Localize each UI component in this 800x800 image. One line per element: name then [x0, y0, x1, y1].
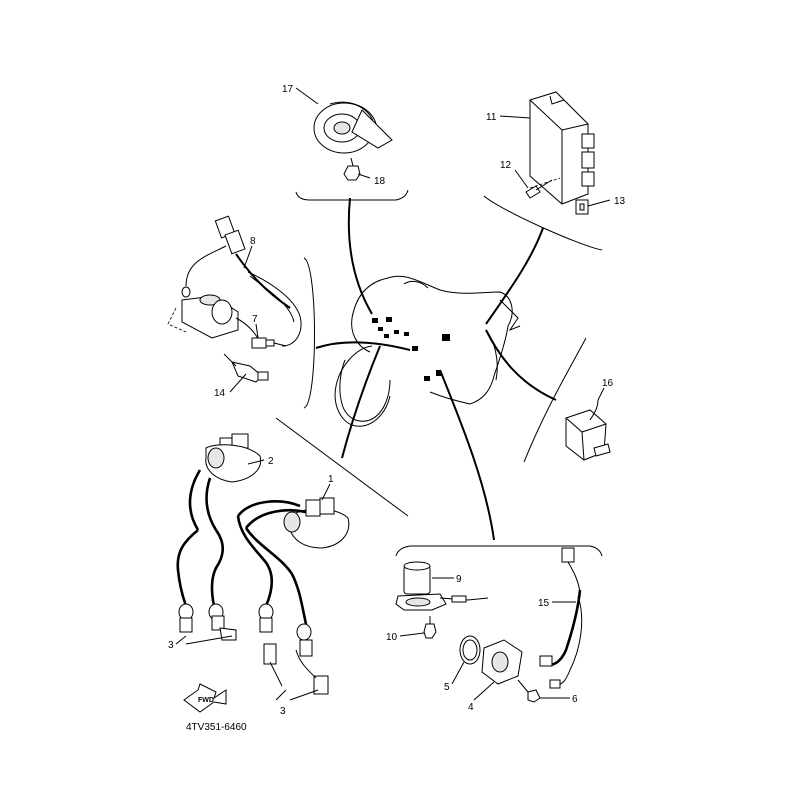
callout-14: 14	[214, 388, 226, 399]
lower-right-assembly	[395, 547, 583, 703]
callout-6: 6	[572, 694, 578, 705]
callout-7: 7	[252, 314, 258, 325]
ignition-coil-lower	[236, 497, 350, 695]
callout-4: 4	[468, 702, 474, 713]
callout-numbers: 17 18 11 12 13 8 7 14 16 2 1 3 3 9 10 5 …	[168, 84, 626, 717]
callout-18: 18	[374, 176, 386, 187]
callout-8: 8	[250, 236, 256, 247]
motorcycle-silhouette	[334, 275, 521, 427]
callout-13: 13	[614, 196, 626, 207]
callout-12: 12	[500, 160, 512, 171]
callout-9: 9	[456, 574, 462, 585]
callout-2: 2	[268, 456, 274, 467]
callout-3-left: 3	[168, 640, 174, 651]
callout-3-right: 3	[280, 706, 286, 717]
fwd-arrow: FWD	[183, 683, 227, 713]
sensor-harness-assembly	[167, 215, 302, 383]
callout-16: 16	[602, 378, 614, 389]
callout-10: 10	[386, 632, 398, 643]
ecu-assembly	[525, 91, 595, 215]
relay-assembly	[565, 399, 611, 461]
ignition-coil-upper	[176, 433, 262, 641]
horn-assembly	[313, 101, 393, 181]
callout-11: 11	[486, 112, 497, 123]
leader-lines	[315, 197, 557, 541]
callout-17: 17	[282, 84, 294, 95]
callout-1: 1	[328, 474, 334, 485]
callout-15: 15	[538, 598, 550, 609]
part-code: 4TV351-6460	[186, 722, 247, 733]
callout-5: 5	[444, 682, 450, 693]
callout-leaders	[175, 87, 611, 701]
group-brackets	[275, 189, 603, 557]
fwd-label: FWD	[198, 697, 214, 704]
